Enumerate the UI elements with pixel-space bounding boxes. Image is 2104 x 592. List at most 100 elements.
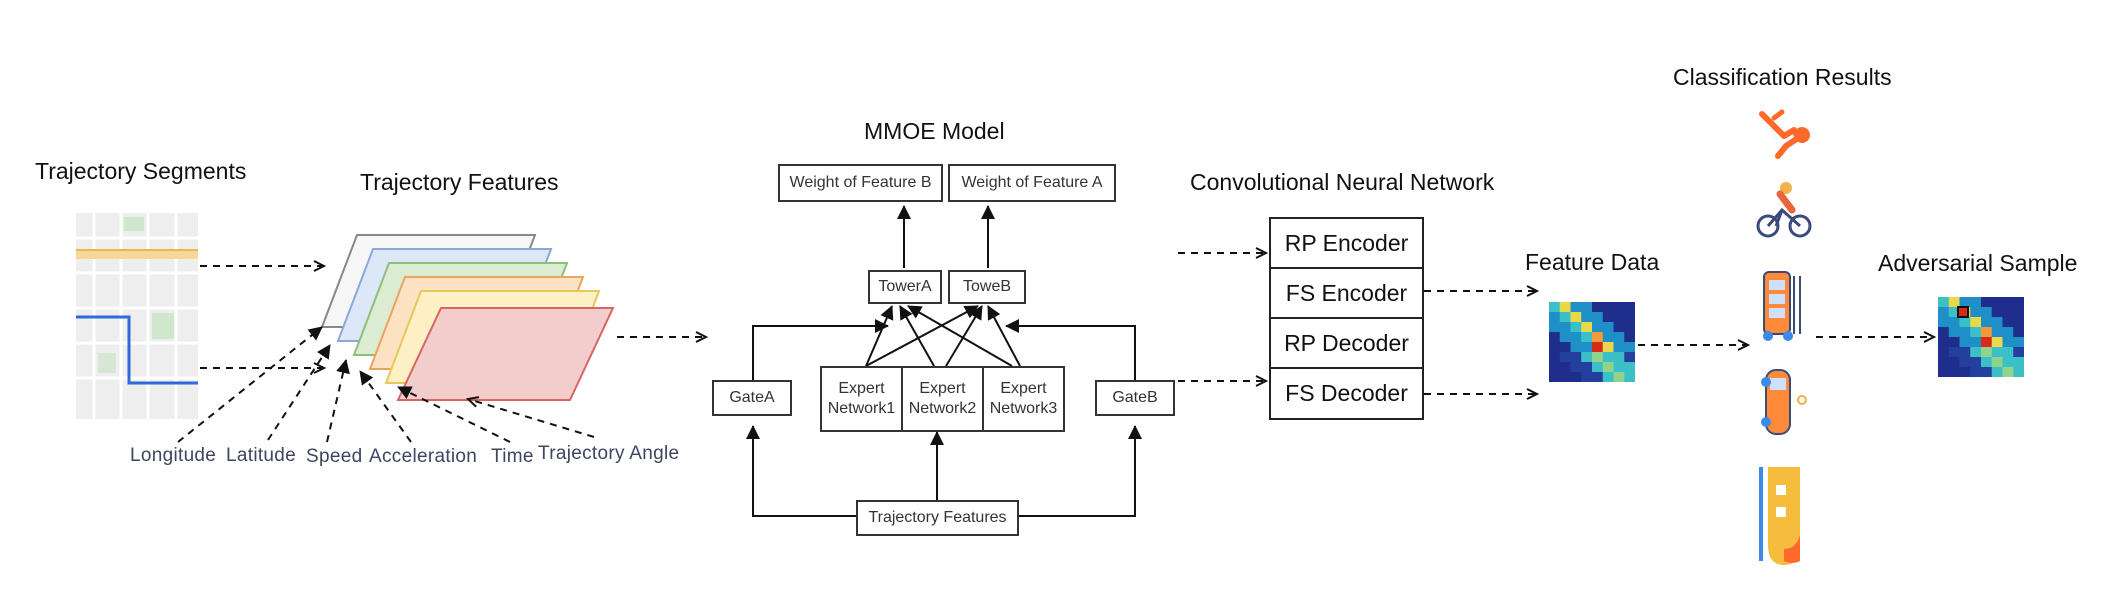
heatmap-cell	[1549, 342, 1561, 353]
heatmap-cell	[1570, 362, 1582, 373]
feature-layer-6	[396, 307, 615, 401]
heatmap-cell	[1592, 342, 1604, 353]
heatmap-cell	[1592, 362, 1604, 373]
heatmap-cell	[1613, 372, 1625, 382]
mmoe-input-box: Trajectory Features	[856, 500, 1019, 536]
heatmap-cell	[1948, 327, 1960, 338]
heatmap-cell	[1613, 312, 1625, 323]
longitude-label: Longitude	[130, 445, 217, 466]
pedestrian-icon	[1759, 109, 1810, 159]
trajectory-features-heading: Trajectory Features	[360, 169, 559, 195]
heatmap-cell	[2002, 347, 2014, 358]
heatmap-cell	[1981, 347, 1993, 358]
tower-b-box: ToweB	[948, 270, 1026, 304]
heatmap-cell	[1948, 317, 1960, 328]
time-label: Time	[491, 446, 534, 467]
heatmap-cell	[1602, 362, 1614, 373]
heatmap-cell	[1581, 372, 1593, 382]
heatmap-cell	[1981, 357, 1993, 368]
bicycle-icon	[1756, 182, 1812, 238]
heatmap-cell	[1959, 297, 1971, 308]
tower-a-box: TowerA	[868, 270, 942, 304]
heatmap-cell	[1592, 372, 1604, 382]
heatmap-cell	[1970, 307, 1982, 318]
bus-icon	[1763, 271, 1801, 341]
feature-data-heatmap	[1549, 302, 1635, 382]
heatmap-cell	[1581, 322, 1593, 333]
heatmap-cell	[1981, 367, 1993, 377]
classification-results-heading: Classification Results	[1673, 64, 1892, 90]
heatmap-cell	[1613, 352, 1625, 363]
heatmap-cell	[1613, 322, 1625, 333]
heatmap-cell	[1581, 342, 1593, 353]
heatmap-cell	[1981, 307, 1993, 318]
heatmap-cell	[1991, 297, 2003, 308]
heatmap-cell	[1959, 337, 1971, 348]
heatmap-cell	[1559, 352, 1571, 363]
heatmap-cell	[1959, 357, 1971, 368]
heatmap-cell	[1570, 312, 1582, 323]
heatmap-cell	[2013, 297, 2024, 308]
heatmap-cell	[1948, 337, 1960, 348]
rp-decoder-label: RP Decoder	[1284, 329, 1409, 356]
gate-b-box: GateB	[1095, 380, 1175, 416]
adversarial-perturbation-marker	[1957, 306, 1969, 318]
heatmap-cell	[1624, 352, 1635, 363]
heatmap-cell	[1592, 332, 1604, 343]
heatmap-cell	[2013, 357, 2024, 368]
adversarial-sample-heading: Adversarial Sample	[1878, 250, 2078, 276]
heatmap-cell	[1959, 327, 1971, 338]
heatmap-cell	[1570, 372, 1582, 382]
heatmap-cell	[1624, 322, 1635, 333]
heatmap-cell	[1613, 362, 1625, 373]
heatmap-cell	[1959, 347, 1971, 358]
heatmap-cell	[1981, 317, 1993, 328]
car-icon	[1761, 369, 1807, 435]
heatmap-cell	[1549, 332, 1561, 343]
heatmap-cell	[1559, 302, 1571, 313]
heatmap-cell	[1991, 307, 2003, 318]
heatmap-cell	[1981, 337, 1993, 348]
heatmap-cell	[1549, 352, 1561, 363]
heatmap-cell	[1624, 342, 1635, 353]
fs-encoder-block: FS Encoder	[1269, 267, 1424, 319]
heatmap-cell	[1970, 327, 1982, 338]
heatmap-cell	[2013, 337, 2024, 348]
heatmap-cell	[1624, 312, 1635, 323]
fs-decoder-label: FS Decoder	[1285, 380, 1408, 406]
heatmap-cell	[2002, 367, 2014, 377]
trajectory-segments-heading: Trajectory Segments	[35, 158, 247, 184]
heatmap-cell	[1948, 307, 1960, 318]
heatmap-cell	[2002, 357, 2014, 368]
heatmap-cell	[1959, 367, 1971, 377]
heatmap-cell	[1948, 357, 1960, 368]
heatmap-cell	[1581, 362, 1593, 373]
weight-feature-a-box: Weight of Feature A	[948, 164, 1116, 202]
heatmap-cell	[1592, 322, 1604, 333]
heatmap-cell	[1559, 362, 1571, 373]
speed-label: Speed	[306, 446, 363, 467]
heatmap-cell	[1549, 302, 1561, 313]
heatmap-cell	[1959, 317, 1971, 328]
heatmap-cell	[1938, 327, 1950, 338]
heatmap-cell	[1991, 337, 2003, 348]
tower-a-label: TowerA	[878, 278, 932, 295]
heatmap-cell	[1624, 302, 1635, 313]
weight-feature-b-label: Weight of Feature B	[789, 174, 932, 191]
heatmap-cell	[2013, 317, 2024, 328]
heatmap-cell	[1970, 357, 1982, 368]
rp-decoder-block: RP Decoder	[1269, 317, 1424, 369]
heatmap-cell	[1624, 332, 1635, 343]
acceleration-label: Acceleration	[369, 446, 478, 467]
heatmap-cell	[2002, 337, 2014, 348]
cnn-heading: Convolutional Neural Network	[1190, 169, 1495, 195]
heatmap-cell	[2002, 317, 2014, 328]
heatmap-cell	[1938, 337, 1950, 348]
heatmap-cell	[1938, 347, 1950, 358]
